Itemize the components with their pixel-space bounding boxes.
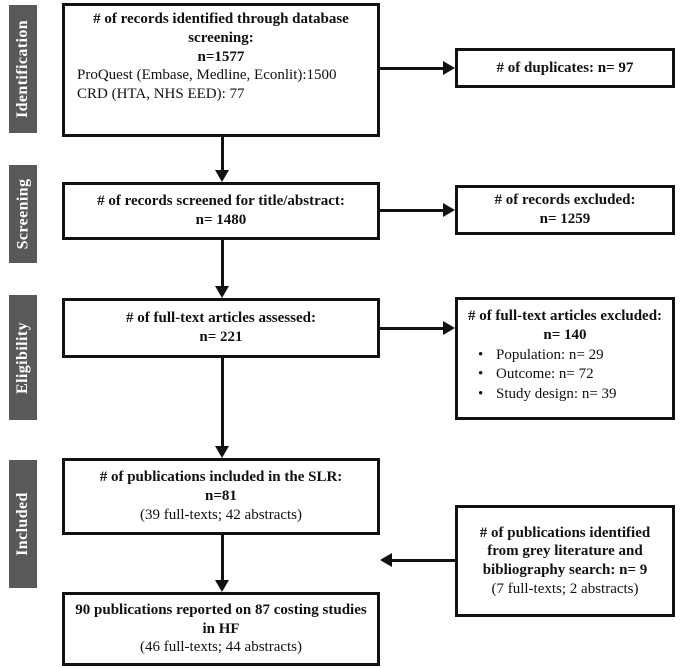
grey-literature-title: # of publications identified from grey l… — [479, 524, 651, 579]
arrow-to-duplicates — [380, 66, 444, 70]
screened-box: # of records screened for title/abstract… — [62, 182, 380, 240]
excluded-reason-study-design: Study design: n= 39 — [478, 385, 666, 405]
fulltext-excluded-title: # of full-text articles excluded: n= 140 — [467, 308, 663, 343]
records-excluded-count: n= 1259 — [539, 211, 591, 227]
arrow-included-to-final — [220, 535, 224, 581]
screened-title: # of records screened for title/abstract… — [97, 193, 345, 210]
slr-included-box: # of publications included in the SLR: n… — [62, 458, 380, 535]
arrowhead-right-2-icon — [443, 203, 455, 217]
excluded-reason-population: Population: n= 29 — [478, 346, 666, 366]
arrowhead-down-3-icon — [215, 446, 229, 458]
identification-title: # of records identified through database… — [93, 11, 349, 46]
final-title: 90 publications reported on 87 costing s… — [75, 601, 367, 637]
stage-screening: Screening — [9, 165, 37, 263]
fulltext-excluded-box: # of full-text articles excluded: n= 140… — [455, 297, 675, 420]
grey-literature-detail: (7 full-texts; 2 abstracts) — [491, 580, 639, 597]
stage-included: Included — [9, 460, 37, 588]
fulltext-assessed-count: n= 221 — [199, 329, 243, 345]
final-detail: (46 full-texts; 44 abstracts) — [139, 639, 303, 656]
stage-eligibility: Eligibility — [9, 295, 37, 420]
arrow-to-fulltext-excluded — [380, 326, 444, 330]
fulltext-assessed-box: # of full-text articles assessed: n= 221 — [62, 298, 380, 358]
records-excluded-title: # of records excluded: — [494, 192, 636, 209]
identification-detail-proquest: ProQuest (Embase, Medline, Econlit):1500 — [77, 67, 337, 84]
arrow-to-records-excluded — [380, 208, 444, 212]
arrow-screening-to-eligibility — [220, 240, 224, 287]
slr-included-title: # of publications included in the SLR: — [99, 469, 343, 486]
stage-identification-label: Identification — [14, 19, 32, 119]
fulltext-assessed-title: # of full-text articles assessed: — [126, 310, 316, 327]
slr-included-count: n=81 — [205, 488, 237, 505]
arrow-from-grey-literature — [391, 558, 455, 562]
slr-included-detail: (39 full-texts; 42 abstracts) — [139, 506, 303, 523]
arrow-identification-to-screening — [220, 137, 224, 171]
records-excluded-box: # of records excluded: n= 1259 — [455, 185, 675, 235]
stage-screening-label: Screening — [14, 178, 32, 250]
stage-included-label: Included — [14, 492, 32, 556]
identification-box: # of records identified through database… — [62, 3, 380, 137]
excluded-reason-outcome: Outcome: n= 72 — [478, 365, 666, 385]
arrowhead-down-2-icon — [215, 286, 229, 298]
grey-literature-box: # of publications identified from grey l… — [455, 505, 675, 617]
identification-count: n=1577 — [197, 48, 245, 65]
arrowhead-down-4-icon — [215, 580, 229, 592]
arrowhead-down-1-icon — [215, 170, 229, 182]
stage-eligibility-label: Eligibility — [14, 321, 32, 394]
screened-count: n= 1480 — [195, 212, 247, 228]
stage-identification: Identification — [9, 5, 37, 133]
duplicates-box: # of duplicates: n= 97 — [455, 48, 675, 88]
duplicates-title: # of duplicates: n= 97 — [496, 59, 634, 76]
arrowhead-right-3-icon — [443, 321, 455, 335]
final-box: 90 publications reported on 87 costing s… — [62, 592, 380, 666]
arrowhead-right-1-icon — [443, 61, 455, 75]
fulltext-excluded-reasons: Population: n= 29 Outcome: n= 72 Study d… — [464, 346, 666, 405]
arrow-eligibility-to-included — [220, 358, 224, 447]
identification-detail-crd: CRD (HTA, NHS EED): 77 — [77, 86, 245, 102]
arrowhead-left-icon — [380, 553, 392, 567]
